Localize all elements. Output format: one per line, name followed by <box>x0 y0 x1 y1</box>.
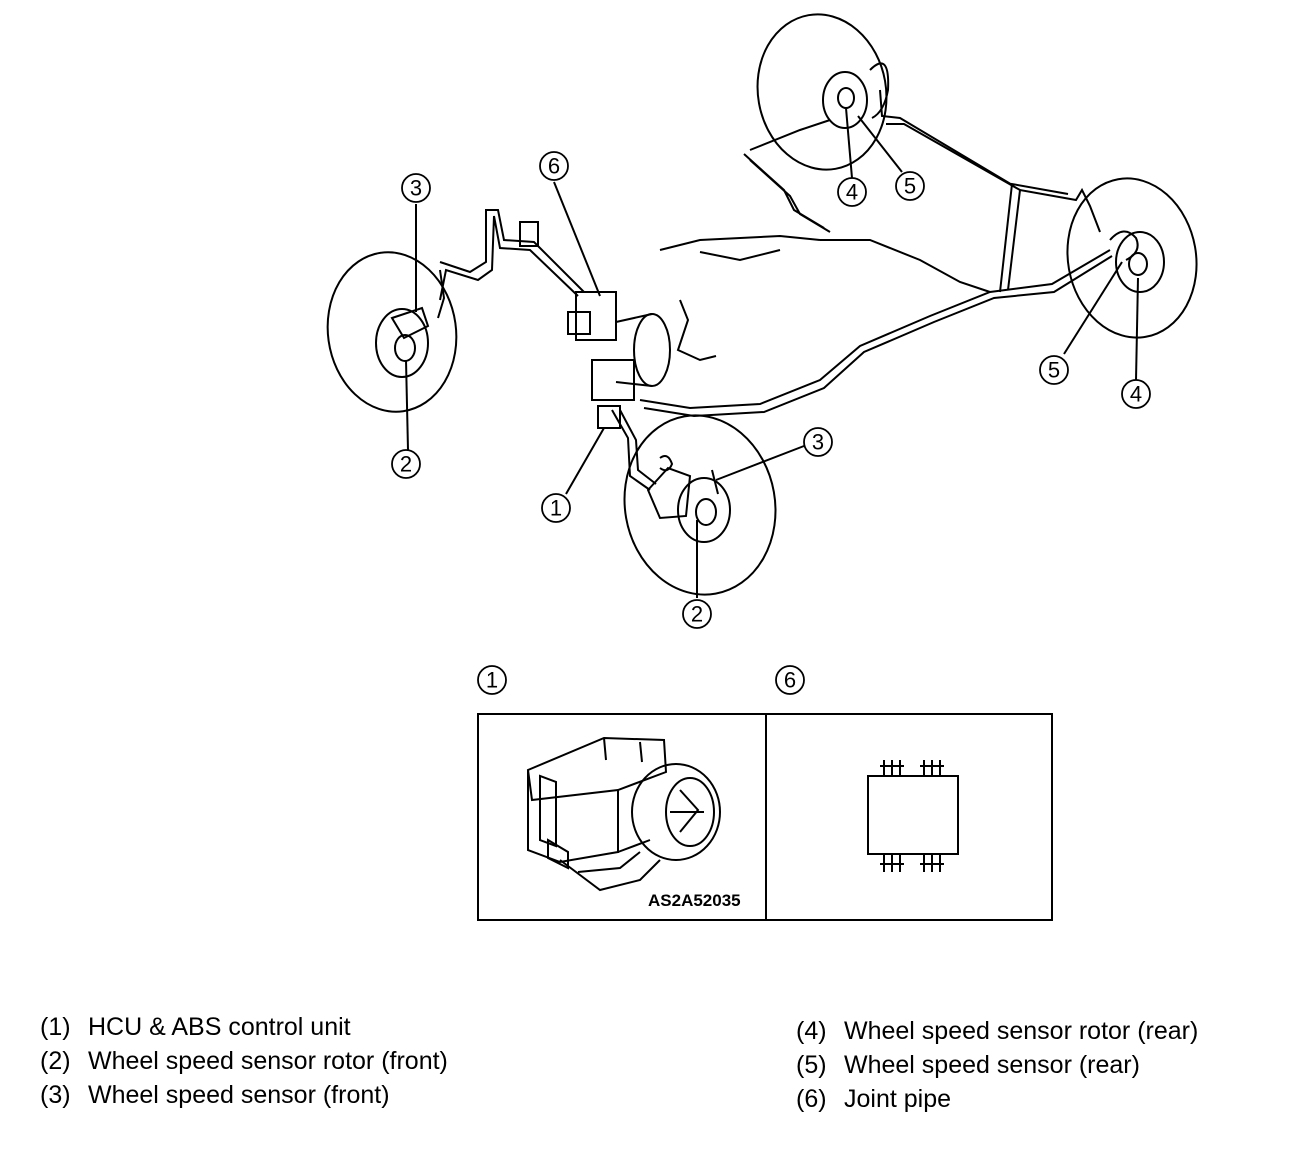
brake-pipes <box>439 89 1113 491</box>
legend-text: Wheel speed sensor (front) <box>88 1081 390 1109</box>
callout-3-front-left <box>401 173 431 203</box>
legend-text: HCU & ABS control unit <box>88 1013 351 1041</box>
rear-right-wheel <box>1066 177 1198 339</box>
callout-2-front-left <box>391 449 421 479</box>
legend-text: Wheel speed sensor rotor (rear) <box>844 1017 1199 1045</box>
legend-number: (6) <box>796 1085 827 1113</box>
callout-2-front-right <box>682 599 712 629</box>
front-right-wheel <box>623 414 777 596</box>
legend-item: (6) Joint pipe <box>796 1082 1198 1116</box>
callout-1-label: 1 <box>550 496 562 521</box>
callout-6-label: 6 <box>548 154 560 179</box>
hcu-assembly <box>567 291 717 429</box>
callout-4-rear-left <box>837 177 867 207</box>
callout-4-rear-right <box>1121 379 1151 409</box>
callout-2-label: 2 <box>691 602 703 627</box>
legend-text: Wheel speed sensor (rear) <box>844 1051 1140 1079</box>
legend-item: (3) Wheel speed sensor (front) <box>40 1078 448 1112</box>
callout-1-inset <box>477 665 507 695</box>
legend-number: (5) <box>796 1051 827 1079</box>
callout-5-label: 5 <box>1048 358 1060 383</box>
legend-item: (4) Wheel speed sensor rotor (rear) <box>796 1014 1198 1048</box>
callout-4-label: 4 <box>846 180 858 205</box>
legend-number: (1) <box>40 1013 71 1041</box>
legend-number: (2) <box>40 1047 71 1075</box>
callout-6 <box>539 151 569 181</box>
callout-5-label: 5 <box>904 174 916 199</box>
front-left-wheel <box>326 251 458 413</box>
joint-pipe-drawing <box>867 760 959 872</box>
legend-right: (4) Wheel speed sensor rotor (rear) (5) Wh… <box>796 1014 1198 1116</box>
legend-text: Wheel speed sensor rotor (front) <box>88 1047 448 1075</box>
legend-item: (5) Wheel speed sensor (rear) <box>796 1048 1198 1082</box>
figure-code: AS2A52035 <box>648 891 741 910</box>
callout-1-inset-label: 1 <box>486 668 498 693</box>
legend-text: Joint pipe <box>844 1085 952 1113</box>
callout-4-label: 4 <box>1130 382 1142 407</box>
legend-left: (1) HCU & ABS control unit (2) Wheel speed… <box>40 1010 448 1112</box>
callout-2-label: 2 <box>400 452 412 477</box>
callout-6-inset-label: 6 <box>784 668 796 693</box>
callout-6-inset <box>775 665 805 695</box>
inset-box <box>477 713 1053 921</box>
callout-5-rear-right <box>1039 355 1069 385</box>
callout-1 <box>541 493 571 523</box>
legend-number: (4) <box>796 1017 827 1045</box>
callout-3-front-right <box>803 427 833 457</box>
callout-3-label: 3 <box>410 176 422 201</box>
hcu-detail-drawing <box>526 736 721 892</box>
legend-number: (3) <box>40 1081 71 1109</box>
callout-5-rear-left <box>895 171 925 201</box>
legend-item: (1) HCU & ABS control unit <box>40 1010 448 1044</box>
callout-3-label: 3 <box>812 430 824 455</box>
rear-left-wheel <box>756 13 890 171</box>
legend-item: (2) Wheel speed sensor rotor (front) <box>40 1044 448 1078</box>
